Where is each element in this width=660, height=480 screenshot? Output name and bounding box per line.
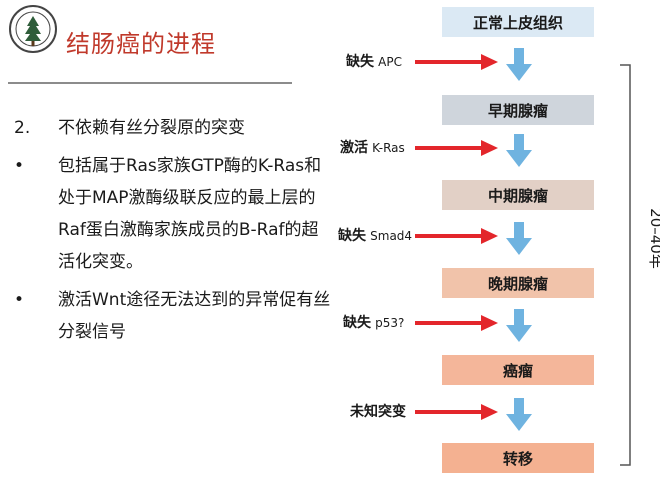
list-item-text: 包括属于Ras家族GTP酶的K-Ras和处于MAP激酶级联反应的最上层的Raf蛋… [58,156,322,272]
event-label-smad4: 缺失 Smad4 [338,225,412,245]
list-item: • 激活Wnt途径无法达到的异常促有丝分裂信号 [12,284,332,348]
down-arrow-icon [506,222,532,255]
event-gene: K-Ras [372,141,405,155]
list-marker: 2. [14,118,31,138]
event-label-unknown: 未知突变 [350,401,406,421]
list-item-text: 激活Wnt途径无法达到的异常促有丝分裂信号 [58,290,331,342]
list-item: 2. 不依赖有丝分裂原的突变 [12,112,332,144]
event-action: 缺失 [343,315,371,331]
bullet-list: 2. 不依赖有丝分裂原的突变 • 包括属于Ras家族GTP酶的K-Ras和处于M… [12,112,332,354]
time-span-bracket [620,64,631,466]
stage-box-late-adenoma: 晚期腺瘤 [442,268,594,298]
title-divider [8,82,292,84]
red-arrow-icon [415,54,498,70]
red-arrow-icon [415,140,498,156]
red-arrow-icon [415,228,498,244]
red-arrow-icon [415,315,498,331]
down-arrow-icon [506,398,532,431]
red-arrow-icon [415,404,498,420]
event-action: 缺失 [346,54,374,70]
event-label-kras: 激活 K-Ras [340,137,405,157]
event-gene: Smad4 [370,229,413,243]
stage-box-intermediate-adenoma: 中期腺瘤 [442,180,594,210]
list-item: • 包括属于Ras家族GTP酶的K-Ras和处于MAP激酶级联反应的最上层的Ra… [12,150,332,278]
list-marker: • [14,156,25,176]
event-action: 缺失 [338,228,366,244]
down-arrow-icon [506,134,532,167]
stage-box-early-adenoma: 早期腺瘤 [442,95,594,125]
page-title: 结肠癌的进程 [66,30,216,58]
event-action: 未知突变 [350,404,406,420]
event-action: 激活 [340,140,368,156]
university-seal-logo [9,5,57,53]
event-label-apc: 缺失 APC [346,51,402,71]
stage-box-carcinoma: 癌瘤 [442,355,594,385]
stage-box-metastasis: 转移 [442,443,594,473]
down-arrow-icon [506,309,532,342]
list-item-text: 不依赖有丝分裂原的突变 [58,118,245,138]
event-gene: p53? [375,316,405,330]
down-arrow-icon [506,48,532,81]
stage-box-normal-epithelium: 正常上皮组织 [442,7,594,37]
time-span-label: 20–40年 [646,208,660,269]
event-gene: APC [378,55,402,69]
event-label-p53: 缺失 p53? [343,312,404,332]
list-marker: • [14,290,25,310]
